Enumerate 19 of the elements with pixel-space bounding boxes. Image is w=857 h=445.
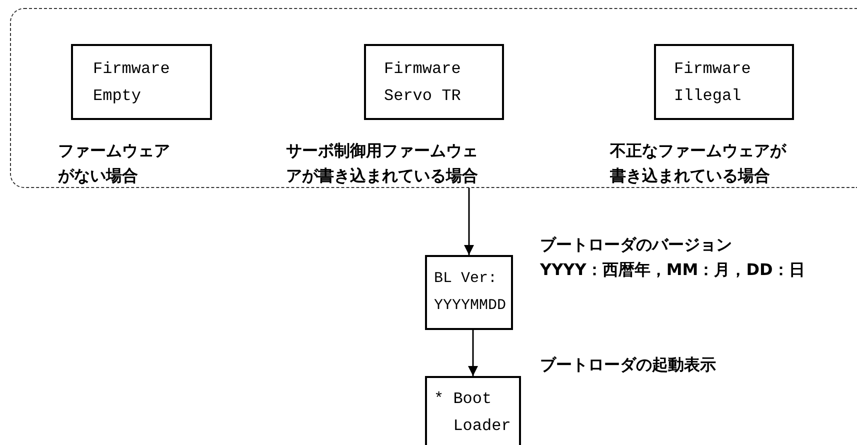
display-box (425, 255, 513, 330)
box-caption: 不正なファームウェアが書き込まれている場合 (610, 140, 788, 187)
display-text: Firmware Servo TR (383, 59, 462, 107)
box-caption: YYYY：西暦年，MM：月，DD：日 (540, 259, 805, 281)
arrow (464, 188, 474, 255)
box-caption: ブートローダのバージョン (540, 234, 732, 256)
box-caption: ファームウェアがない場合 (58, 140, 171, 187)
display-text: Firmware Illegal (673, 59, 752, 107)
dashed-group-frame (10, 8, 857, 188)
display-box (364, 44, 504, 120)
display-box (71, 44, 212, 120)
display-text: BL Ver: YYYYMMDD (433, 269, 508, 316)
display-box (654, 44, 794, 120)
display-box (425, 376, 521, 445)
display-text: Firmware Empty (92, 59, 171, 107)
arrow (468, 330, 478, 376)
display-text: * Boot Loader (433, 389, 512, 437)
box-caption: サーボ制御用ファームウェアが書き込まれている場合 (286, 140, 479, 187)
box-caption: ブートローダの起動表示 (540, 354, 716, 376)
